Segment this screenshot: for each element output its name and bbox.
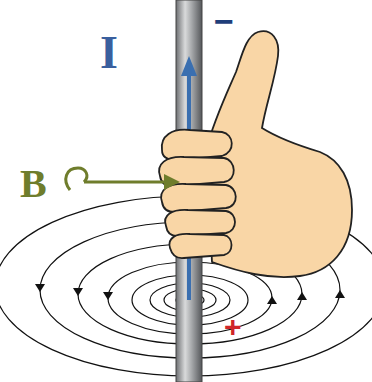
hand [159, 31, 352, 277]
current-label: I [100, 30, 118, 76]
field-label: B [20, 164, 47, 204]
polarity-sign: + [224, 312, 242, 342]
field-direction-arrow [66, 168, 180, 190]
polarity-sign: − [214, 4, 234, 38]
